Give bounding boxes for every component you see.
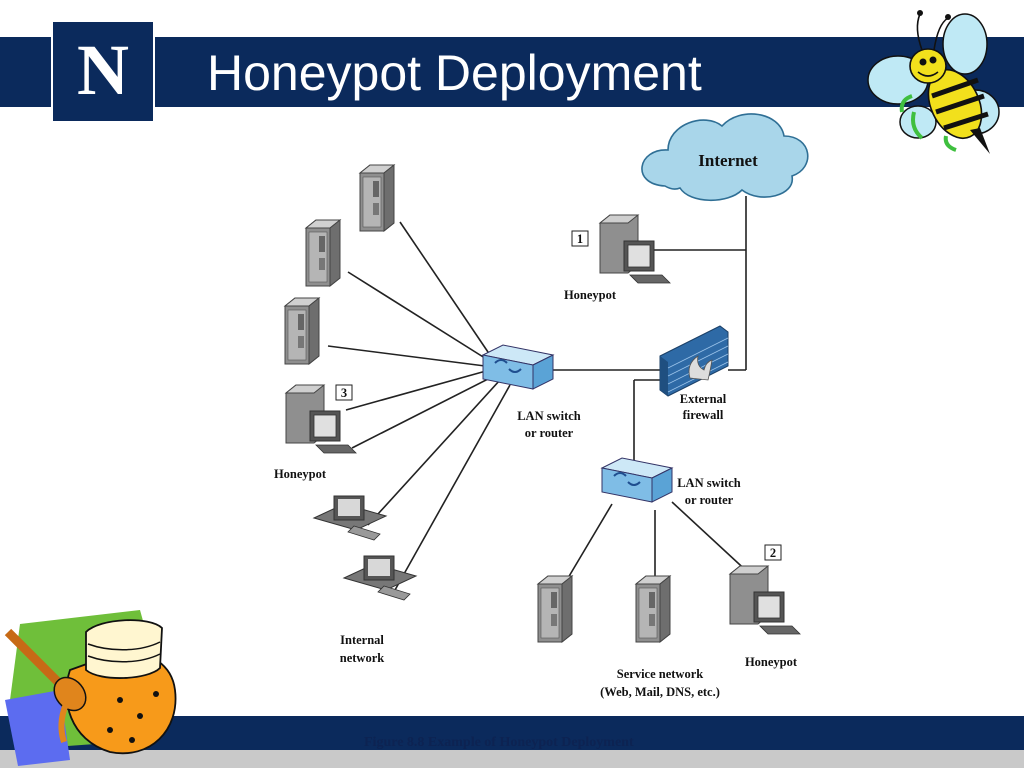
honeypot-1-workstation-icon [599, 214, 671, 284]
lan-switch-internal-icon [482, 344, 554, 390]
workstation-icon [343, 555, 417, 601]
bee-mascot [867, 10, 1000, 154]
figure-caption: Figure 8.8 Example of Honeypot Deploymen… [364, 735, 634, 750]
firewall-label-1: External [680, 392, 727, 406]
firewall-icon [659, 325, 729, 397]
server-icon [359, 164, 395, 232]
honeypot-2-number-box [764, 544, 782, 561]
lan-switch-service-icon [601, 457, 673, 503]
honeypot-2-label: Honeypot [745, 655, 798, 669]
honeypot-2-workstation-icon [729, 565, 801, 635]
honeypot-1-label: Honeypot [564, 288, 617, 302]
internal-network-label-2: network [340, 651, 384, 665]
university-logo: N [51, 20, 155, 123]
connection-lines [327, 196, 753, 591]
honeypot-3-number: 3 [341, 386, 347, 400]
lan-switch-service-label-1: LAN switch [677, 476, 741, 490]
server-icon [305, 219, 341, 287]
internet-label: Internet [698, 151, 758, 170]
header-band [0, 37, 1024, 107]
lan-switch-service-label-2: or router [685, 493, 734, 507]
workstation-icon [313, 495, 387, 541]
firewall-label-2: firewall [683, 408, 724, 422]
logo-letter: N [77, 30, 129, 110]
internet-cloud-icon: Internet [641, 113, 809, 201]
service-network-label-1: Service network [617, 667, 703, 681]
service-network-label-2: (Web, Mail, DNS, etc.) [600, 685, 720, 699]
lan-switch-internal-label-1: LAN switch [517, 409, 581, 423]
honeypot-1-number: 1 [577, 232, 583, 246]
internal-network-label-1: Internal [340, 633, 384, 647]
honeypot-3-number-box [335, 384, 353, 401]
honeypot-1-number-box [571, 230, 589, 247]
lan-switch-internal-label-2: or router [525, 426, 574, 440]
slide-title: Honeypot Deployment [207, 45, 702, 101]
honey-pot-clipart [4, 610, 177, 766]
server-icon [284, 297, 320, 365]
honeypot-3-label: Honeypot [274, 467, 327, 481]
server-icon [537, 575, 573, 643]
footer-gray-band [0, 750, 1024, 768]
honeypot-2-number: 2 [770, 546, 776, 560]
server-icon [635, 575, 671, 643]
